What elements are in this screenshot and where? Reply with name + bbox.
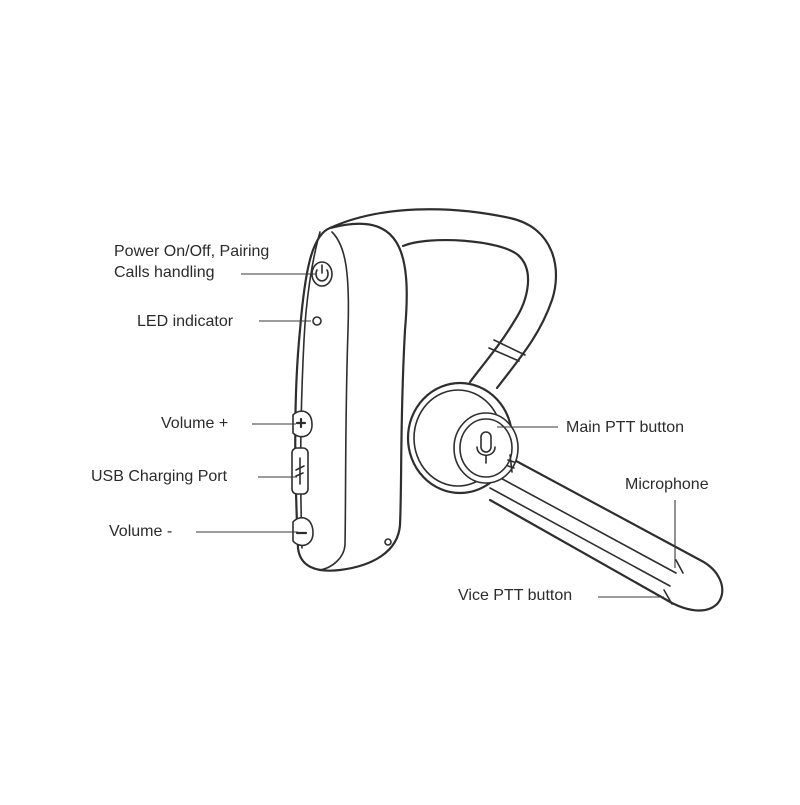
ear-hook	[328, 208, 558, 390]
label-led: LED indicator	[137, 313, 234, 330]
label-volume-minus: Volume -	[109, 523, 173, 540]
power-icon	[311, 261, 333, 287]
label-power-line1: Power On/Off, Pairing	[114, 243, 270, 260]
label-volume-plus: Volume +	[161, 415, 229, 432]
label-main-ptt: Main PTT button	[566, 419, 684, 436]
usb-port-icon	[291, 447, 309, 495]
leader-lines	[196, 273, 676, 598]
microphone-icon	[476, 431, 496, 464]
label-power: Power On/Off, Pairing Calls handling	[114, 241, 269, 283]
label-microphone: Microphone	[625, 476, 709, 493]
minus-icon	[292, 516, 314, 547]
boom-mic	[488, 453, 724, 612]
ptt-housing	[406, 381, 519, 495]
label-power-line2: Calls handling	[114, 264, 215, 281]
label-vice-ptt: Vice PTT button	[458, 587, 573, 604]
plus-icon	[292, 410, 313, 438]
label-usb-charging-port: USB Charging Port	[91, 468, 228, 485]
led-dot	[312, 316, 322, 326]
